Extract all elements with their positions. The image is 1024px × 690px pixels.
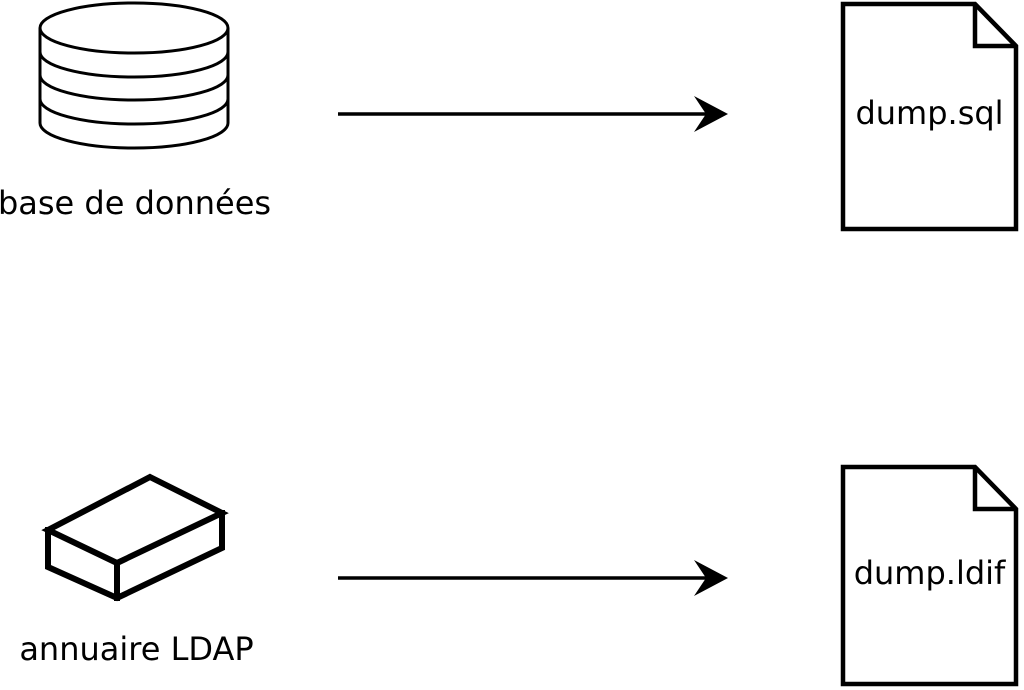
ldif-filename-label: dump.ldif [853, 554, 1006, 592]
right-arrow-icon [338, 560, 728, 596]
document-file-icon-sql [840, 1, 1019, 232]
ldap-box-icon [41, 473, 229, 602]
database-label: base de données [0, 184, 272, 222]
database-cylinder-icon [38, 1, 230, 150]
ldap-label: annuaire LDAP [19, 630, 254, 668]
right-arrow-icon [338, 96, 728, 132]
sql-filename-label: dump.sql [855, 94, 1004, 132]
document-file-icon-ldif [840, 464, 1019, 687]
